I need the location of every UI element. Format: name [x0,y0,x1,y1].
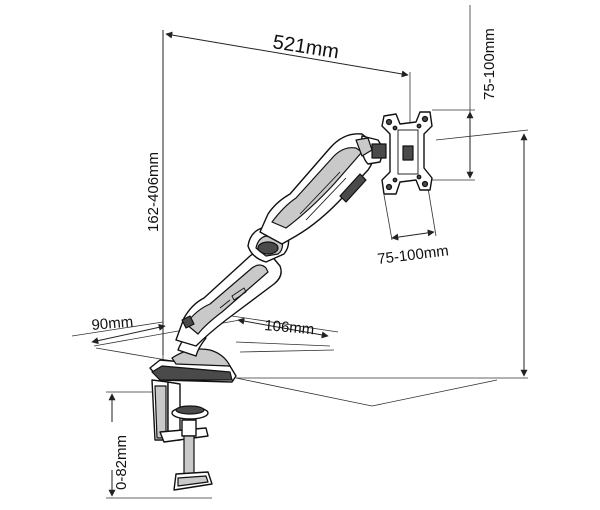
upper-arm [259,133,375,245]
tilt-head [355,135,387,165]
label-vesa-vertical: 75-100mm [481,28,498,100]
vesa-plate [381,111,433,195]
dimension-lines [71,5,529,499]
label-base-width: 106mm [264,317,315,338]
label-vesa-horizontal: 75-100mm [376,242,449,268]
dimension-labels: 521mm 75-100mm 75-100mm 162-406mm 90mm 1… [91,28,498,490]
label-base-depth: 90mm [91,313,134,334]
monitor-arm-illustration [149,111,433,491]
label-clamp-range: 0-82mm [113,435,130,490]
lower-arm [175,249,282,347]
label-height-range: 162-406mm [145,152,162,232]
label-arm-reach: 521mm [271,31,340,63]
desk-clamp [149,359,237,491]
